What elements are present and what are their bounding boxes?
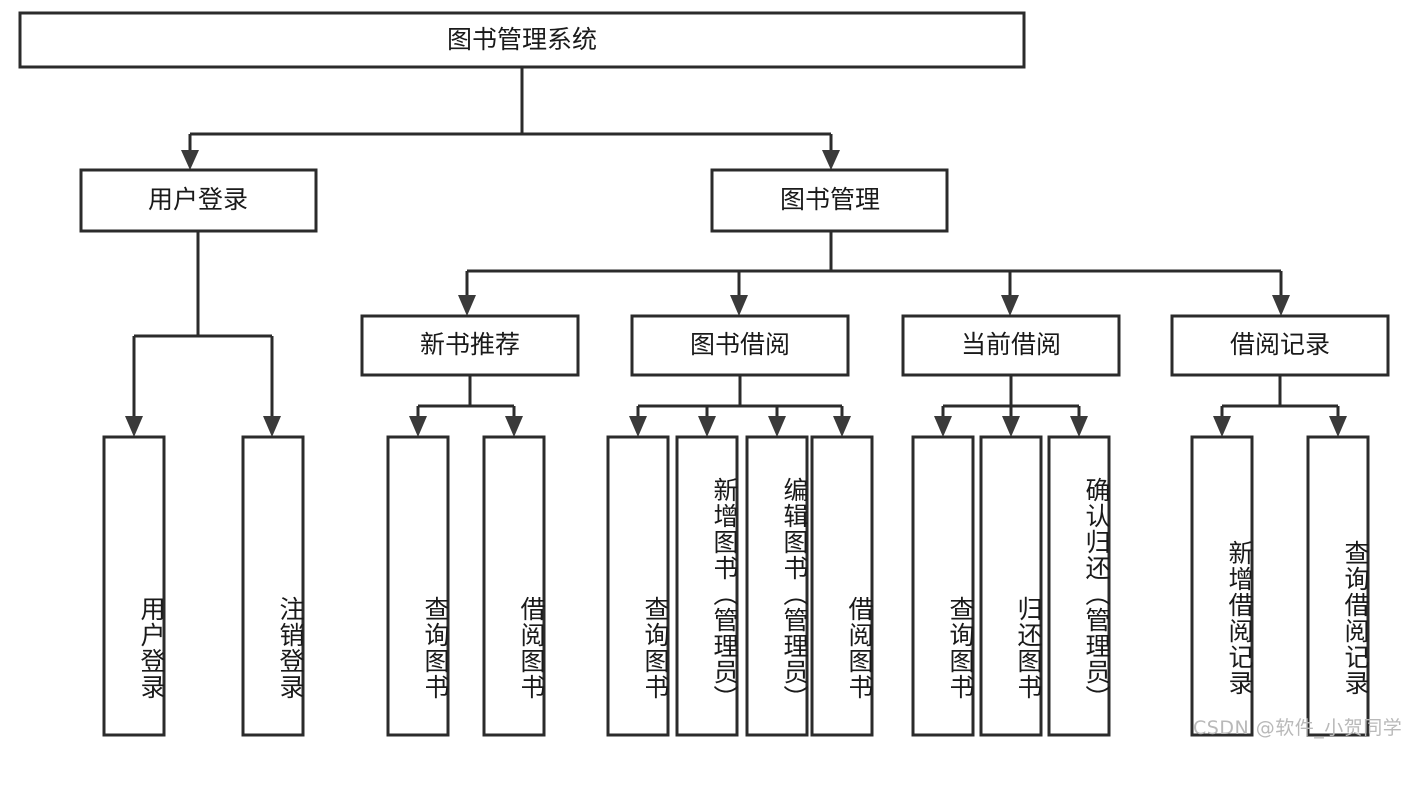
connector-group-borrow-record [1213, 375, 1347, 437]
arrowhead-leaf-borrow-book-2 [833, 416, 851, 437]
leaf-box-query-book-3[interactable] [911, 435, 975, 737]
leaf-box-query-book-2[interactable] [606, 435, 670, 737]
node-user-login-label: 用户登录 [148, 185, 248, 214]
node-new-book-recommend[interactable]: 新书推荐 [360, 314, 580, 377]
arrowhead-leaf-query-record [1329, 416, 1347, 437]
arrowhead-leaf-add-record [1213, 416, 1231, 437]
csdn-watermark: CSDN @软件_小贺同学 [1193, 717, 1403, 739]
connector-group-user-login [125, 231, 281, 437]
connector-group-root [181, 67, 840, 170]
connector-group-current-borrow [934, 375, 1088, 437]
diagram-canvas: 图书管理系统 用户登录 图书管理 新书推荐 图书借阅 当前借阅 借阅记录 [18, 11, 1403, 739]
leaf-boxes-group [102, 435, 1370, 737]
arrowhead-new-book-recommend [458, 295, 476, 316]
node-new-book-recommend-label: 新书推荐 [420, 330, 520, 359]
leaf-box-add-book[interactable] [675, 435, 739, 737]
arrowhead-borrow-record [1272, 295, 1290, 316]
arrowhead-book-borrow [730, 295, 748, 316]
leaf-box-edit-book[interactable] [745, 435, 809, 737]
node-borrow-record-label: 借阅记录 [1230, 330, 1330, 359]
node-user-login-box[interactable] [79, 168, 318, 233]
node-root[interactable]: 图书管理系统 [18, 11, 1026, 69]
arrowhead-book-manage [822, 150, 840, 170]
arrowhead-current-borrow [1001, 295, 1019, 316]
node-user-login[interactable]: 用户登录 [79, 168, 318, 233]
node-borrow-record-box[interactable] [1170, 314, 1390, 377]
arrowhead-leaf-borrow-book-1 [505, 416, 523, 437]
node-root-label: 图书管理系统 [447, 25, 597, 54]
node-current-borrow[interactable]: 当前借阅 [901, 314, 1121, 377]
node-root-box[interactable] [18, 11, 1026, 69]
arrowhead-leaf-add-book [698, 416, 716, 437]
hierarchy-tree-svg: 图书管理系统 用户登录 图书管理 新书推荐 图书借阅 当前借阅 借阅记录 [18, 11, 1390, 737]
node-book-manage[interactable]: 图书管理 [710, 168, 949, 233]
node-book-manage-box[interactable] [710, 168, 949, 233]
arrowhead-leaf-query-book-2 [629, 416, 647, 437]
leaf-box-borrow-book-2[interactable] [810, 435, 874, 737]
arrowhead-leaf-edit-book [768, 416, 786, 437]
arrowhead-leaf-query-book-1 [409, 416, 427, 437]
leaf-box-user-logout[interactable] [241, 435, 305, 737]
arrowhead-leaf-user-login [125, 416, 143, 437]
connector-group-new-book-recommend [409, 375, 523, 437]
arrowhead-leaf-confirm-return [1070, 416, 1088, 437]
node-borrow-record[interactable]: 借阅记录 [1170, 314, 1390, 377]
node-current-borrow-label: 当前借阅 [961, 330, 1061, 359]
arrowhead-user-login [181, 150, 199, 170]
node-current-borrow-box[interactable] [901, 314, 1121, 377]
leaf-box-query-record[interactable] [1306, 435, 1370, 737]
connector-group-book-borrow [629, 375, 851, 437]
arrowhead-leaf-user-logout [263, 416, 281, 437]
leaf-box-borrow-book-1[interactable] [482, 435, 546, 737]
node-book-borrow-box[interactable] [630, 314, 850, 377]
leaf-box-query-book-1[interactable] [386, 435, 450, 737]
node-book-borrow-label: 图书借阅 [690, 330, 790, 359]
leaf-box-user-login[interactable] [102, 435, 166, 737]
connector-group-book-manage [458, 231, 1290, 316]
node-book-borrow[interactable]: 图书借阅 [630, 314, 850, 377]
leaf-box-return-book[interactable] [979, 435, 1043, 737]
arrowhead-leaf-return-book [1002, 416, 1020, 437]
node-new-book-recommend-box[interactable] [360, 314, 580, 377]
arrowhead-leaf-query-book-3 [934, 416, 952, 437]
leaf-box-add-record[interactable] [1190, 435, 1254, 737]
leaf-box-confirm-return[interactable] [1047, 435, 1111, 737]
node-book-manage-label: 图书管理 [780, 185, 880, 214]
